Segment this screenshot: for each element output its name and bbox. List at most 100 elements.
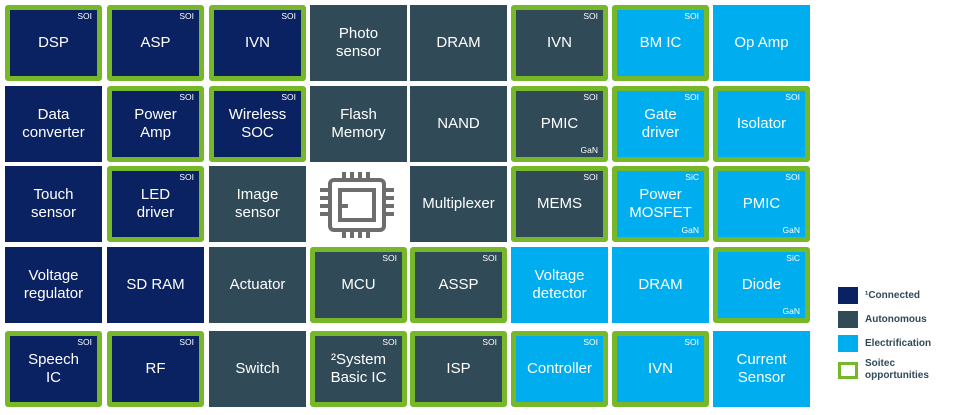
tile-tag-top: SOI: [583, 92, 598, 102]
chip-icon: [320, 172, 394, 238]
tile-label: Current Sensor: [736, 351, 787, 386]
tile-label: Power MOSFET: [629, 186, 692, 221]
tile-tag-top: SOI: [583, 11, 598, 21]
tile-label: Speech IC: [28, 351, 79, 386]
tile-label: ISP: [446, 360, 471, 377]
tile-label: ASSP: [438, 276, 479, 293]
tile-label: Voltage detector: [532, 267, 587, 302]
tile-label: Touch sensor: [30, 186, 77, 221]
tile-label: Switch: [235, 360, 280, 377]
tile-label: MCU: [341, 276, 376, 293]
legend-label: Electrification: [865, 337, 932, 349]
tile-label: NAND: [437, 115, 480, 132]
tile-label: Wireless SOC: [228, 106, 287, 141]
tile-tag-top: SiC: [685, 172, 699, 182]
component-tile: IVN SOI: [209, 5, 306, 81]
tile-tag-top: SOI: [785, 172, 800, 182]
tile-tag-top: SOI: [382, 253, 397, 263]
tile-tag-top: SOI: [684, 337, 699, 347]
component-tile: IVN SOI: [612, 331, 709, 407]
tile-label: PMIC: [742, 195, 781, 212]
component-tile: ISP SOI: [410, 331, 507, 407]
tile-tag-top: SOI: [179, 11, 194, 21]
tile-label: Photo sensor: [335, 25, 382, 60]
component-tile: Photo sensor: [310, 5, 407, 81]
tile-label: Multiplexer: [422, 195, 495, 212]
tile-label: Data converter: [22, 106, 85, 141]
component-tile: MCU SOI: [310, 247, 407, 323]
component-tile: MEMS SOI: [511, 166, 608, 242]
tile-label: DSP: [38, 34, 69, 51]
legend-connected: ¹Connected: [838, 283, 940, 307]
component-tile: NAND: [410, 86, 507, 162]
tile-label: RF: [145, 360, 166, 377]
component-tile: RF SOI: [107, 331, 204, 407]
component-tile: PMIC SOI GaN: [713, 166, 810, 242]
tile-label: PMIC: [540, 115, 579, 132]
component-tile: Wireless SOC SOI: [209, 86, 306, 162]
tile-label: SD RAM: [126, 276, 185, 293]
component-tile: Actuator: [209, 247, 306, 323]
tile-label: Gate driver: [641, 106, 680, 141]
legend-label: Autonomous: [865, 313, 927, 325]
tile-label: IVN: [647, 360, 673, 377]
tile-tag-bottom: GaN: [782, 225, 800, 235]
legend: ¹Connected Autonomous Electrification So…: [838, 283, 940, 385]
component-tile: Voltage regulator: [5, 247, 102, 323]
tile-tag-top: SOI: [583, 172, 598, 182]
tile-label: DRAM: [638, 276, 683, 293]
tile-label: Voltage regulator: [23, 267, 84, 302]
tile-tag-top: SOI: [77, 337, 92, 347]
tile-label: Controller: [526, 360, 593, 377]
tile-label: Power Amp: [134, 106, 177, 141]
tile-tag-top: SOI: [77, 11, 92, 21]
component-tile: Switch: [209, 331, 306, 407]
component-tile: SD RAM: [107, 247, 204, 323]
tile-label: IVN: [244, 34, 270, 51]
tile-label: ²System Basic IC: [330, 351, 387, 386]
tile-label: MEMS: [537, 195, 582, 212]
component-tile: Speech IC SOI: [5, 331, 102, 407]
tile-tag-top: SOI: [785, 92, 800, 102]
legend-label: ¹Connected: [865, 289, 920, 301]
component-tile: DRAM: [410, 5, 507, 81]
tile-tag-top: SOI: [482, 337, 497, 347]
component-tile: Flash Memory: [310, 86, 407, 162]
component-tile: BM IC SOI: [612, 5, 709, 81]
legend-label: Soitec opportunities: [865, 358, 929, 381]
tile-label: LED driver: [136, 186, 175, 221]
tile-tag-top: SOI: [382, 337, 397, 347]
tile-tag-top: SOI: [583, 337, 598, 347]
component-tile: Voltage detector: [511, 247, 608, 323]
tile-label: BM IC: [639, 34, 682, 51]
tile-tag-bottom: GaN: [580, 145, 598, 155]
tile-tag-top: SOI: [281, 11, 296, 21]
component-tile: Op Amp: [713, 5, 810, 81]
legend-autonomous: Autonomous: [838, 307, 940, 331]
component-tile: DRAM: [612, 247, 709, 323]
component-tile: PMIC SOI GaN: [511, 86, 608, 162]
tile-label: Op Amp: [734, 34, 789, 51]
legend-electrification: Electrification: [838, 331, 940, 355]
component-tile: Multiplexer: [410, 166, 507, 242]
component-tile: Touch sensor: [5, 166, 102, 242]
tile-tag-top: SOI: [179, 337, 194, 347]
tile-tag-top: SOI: [684, 92, 699, 102]
tile-label: Actuator: [229, 276, 286, 293]
component-tile: Gate driver SOI: [612, 86, 709, 162]
tile-tag-top: SOI: [179, 92, 194, 102]
component-tile: ²System Basic IC SOI: [310, 331, 407, 407]
legend-soitec: Soitec opportunities: [838, 355, 940, 385]
tile-tag-top: SOI: [281, 92, 296, 102]
tile-tag-top: SOI: [684, 11, 699, 21]
tile-label: Flash Memory: [331, 106, 386, 141]
tile-tag-bottom: GaN: [782, 306, 800, 316]
tile-label: DRAM: [436, 34, 481, 51]
